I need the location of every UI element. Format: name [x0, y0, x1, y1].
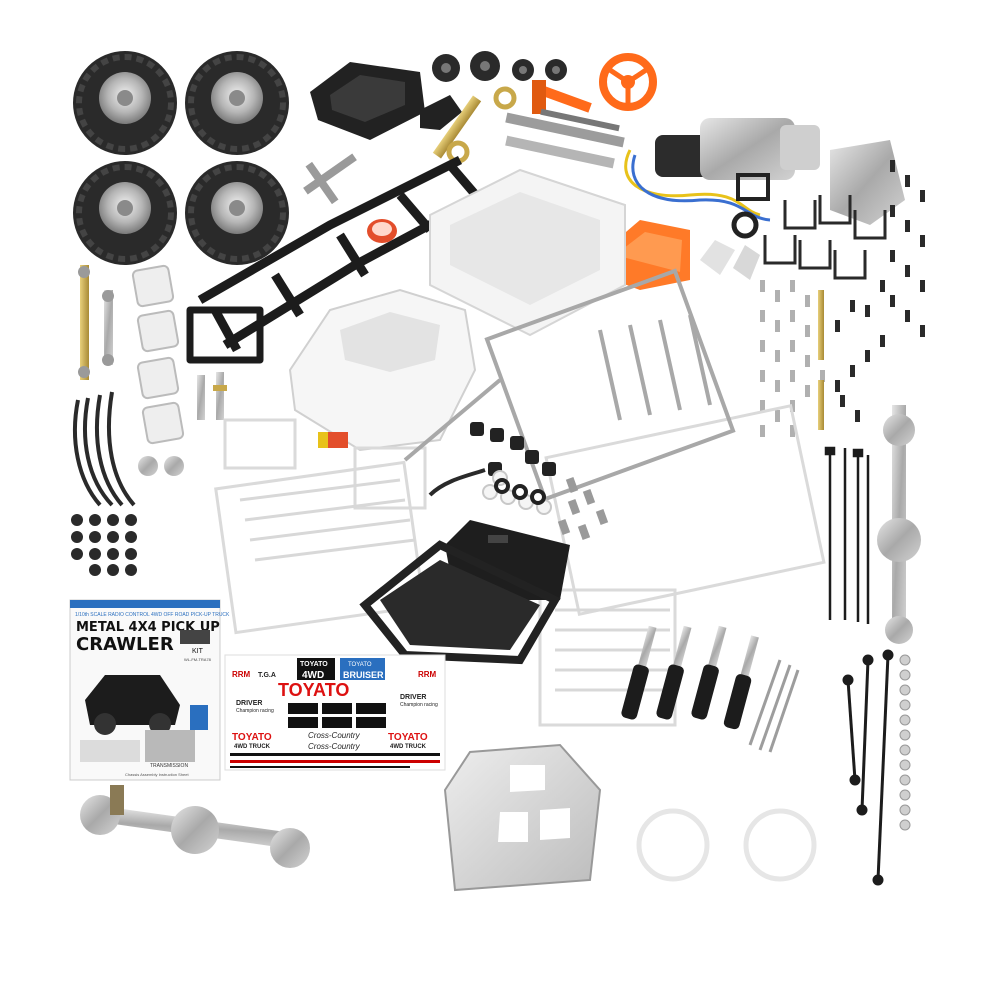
mounting-blocks — [131, 264, 185, 445]
decal-toyato-right: TOYATO — [388, 732, 428, 743]
hubs — [138, 456, 184, 476]
truck-bed — [429, 168, 626, 337]
servo-mount — [420, 95, 462, 130]
shock-absorbers — [621, 625, 759, 730]
decal-toyato-left: TOYATO — [232, 732, 272, 743]
wheel-cross-wrench — [303, 153, 357, 205]
truck-cab — [288, 288, 477, 452]
decal-champion-1: Champion racing — [236, 708, 274, 714]
small-bolts-pile — [557, 477, 609, 540]
tire-rear-right — [185, 161, 289, 265]
white-sprue-frames — [214, 403, 826, 727]
manual-transmission-label: TRANSMISSION — [150, 763, 188, 769]
decal-tga: T.G.A — [258, 672, 276, 679]
decal-truck-left: 4WD TRUCK — [234, 744, 271, 750]
silver-nut-column — [899, 654, 911, 831]
instruction-manual: 1/10th SCALE RADIO CONTROL 4WD OFF ROAD … — [69, 599, 230, 781]
link-rods — [842, 649, 894, 886]
black-bushings — [470, 422, 556, 476]
decal-driver-1: DRIVER — [236, 700, 262, 707]
decal-truck-right: 4WD TRUCK — [390, 744, 427, 750]
decal-champion-2: Champion racing — [400, 702, 438, 708]
oil-cap — [367, 219, 397, 243]
motor-gearbox — [624, 118, 820, 222]
decal-sheet: RRM T.G.A TOYATO 4WD TOYATO BRUISER RRM … — [224, 654, 446, 771]
decal-driver-2: DRIVER — [400, 694, 426, 701]
decal-rrm-right: RRM — [418, 670, 437, 679]
manual-header: 1/10th SCALE RADIO CONTROL 4WD OFF ROAD … — [75, 612, 230, 618]
u-bolts — [763, 195, 887, 280]
decal-rrm-left: RRM — [232, 670, 251, 679]
body-posts — [197, 372, 227, 420]
manual-footer: Chassis Assembly Instruction Sheet — [125, 772, 189, 777]
metal-rods — [748, 659, 800, 753]
decal-4wd: 4WD — [302, 670, 324, 681]
tire-rear-left — [73, 161, 177, 265]
decal-bruiser-small: TOYATO — [348, 662, 372, 668]
metal-bumpers — [505, 108, 625, 169]
tire-front-left — [73, 51, 177, 155]
front-axle — [80, 785, 310, 868]
manual-kit-label: KIT — [192, 648, 204, 655]
orange-shifter — [532, 80, 592, 114]
silver-sprue — [403, 268, 736, 502]
cable-ties — [824, 446, 870, 624]
mirror-mounts — [700, 240, 760, 280]
manual-title-line2: CRAWLER — [76, 634, 174, 655]
manual-model-no: WL-FM-TRA78 — [184, 657, 212, 662]
screws-and-bolts — [760, 160, 925, 437]
leaf-springs — [72, 391, 136, 507]
black-interior-frame — [359, 540, 561, 665]
battery-tray — [310, 62, 425, 140]
tail-light — [318, 432, 348, 448]
black-rings — [494, 478, 546, 505]
decal-toyato-small: TOYATO — [300, 661, 328, 668]
decal-cross-2: Cross-Country — [308, 742, 361, 751]
decal-toyato-big: TOYATO — [278, 680, 349, 700]
tire-front-right — [185, 51, 289, 155]
steering-wheel — [599, 53, 657, 111]
decal-bruiser: BRUISER — [343, 670, 384, 680]
steering-link — [428, 468, 486, 497]
hex-nuts — [71, 514, 137, 576]
silver-hard-shell — [443, 743, 602, 892]
tire-rings — [636, 808, 817, 882]
gear-cogs — [432, 51, 567, 82]
rear-axle-vertical — [877, 405, 921, 644]
decal-cross-1: Cross-Country — [308, 731, 361, 740]
small-black-ring — [731, 173, 770, 239]
drive-shafts — [78, 265, 114, 380]
